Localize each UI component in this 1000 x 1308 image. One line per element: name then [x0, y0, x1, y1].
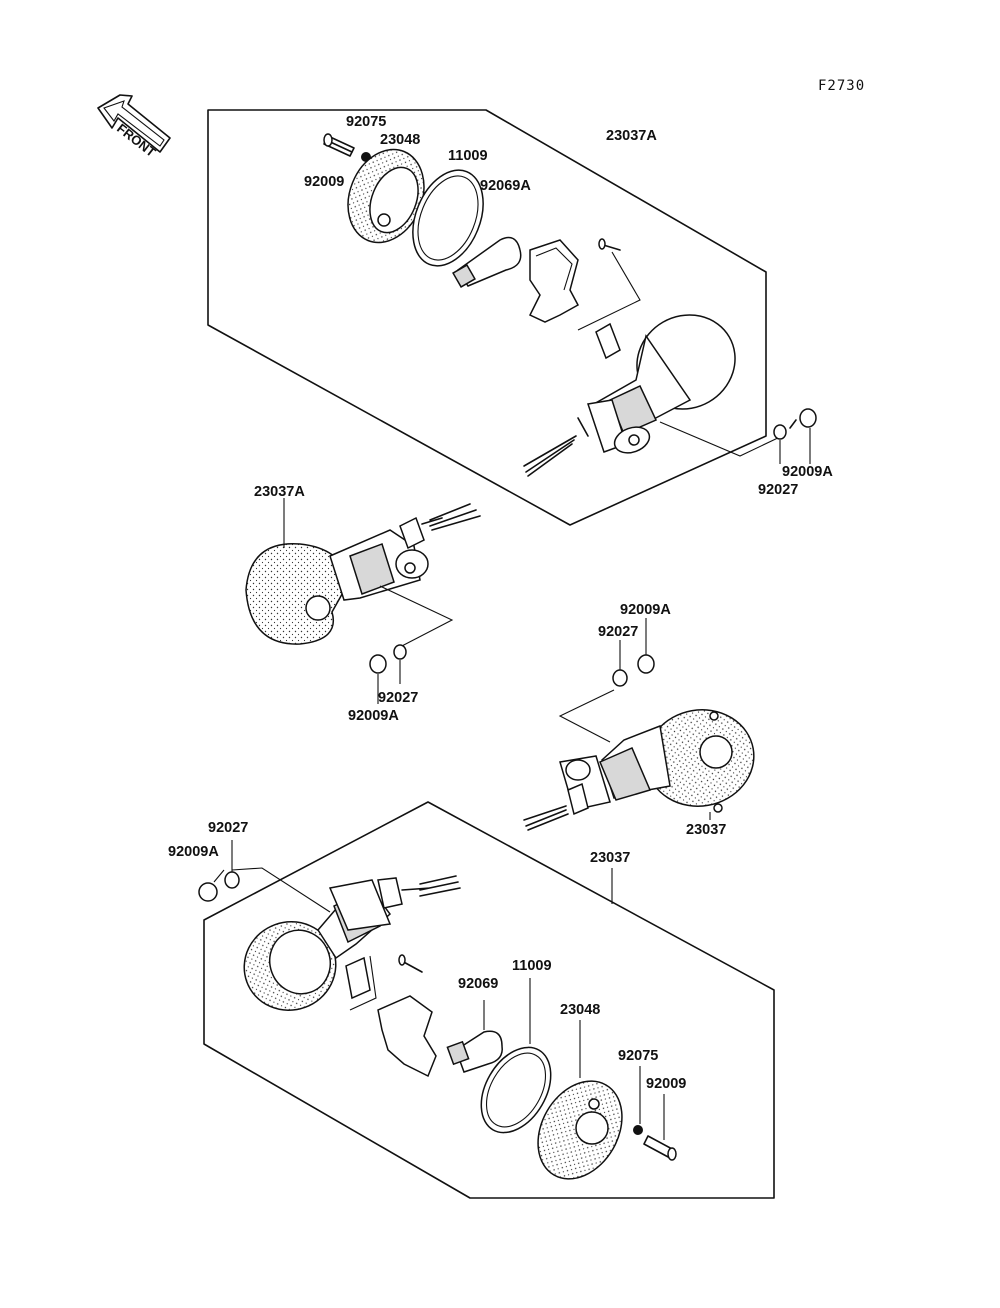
washer-92027-mid-icon	[393, 644, 407, 660]
label-92069-bottom: 92069	[458, 976, 498, 992]
label-11009-bottom: 11009	[512, 958, 552, 974]
screw-92009-bottom-icon	[643, 1135, 677, 1161]
bolt-92009A-mid-icon	[369, 654, 387, 674]
housing-23037A-top-icon	[523, 314, 736, 477]
label-92027-top: 92027	[758, 482, 798, 498]
washer-92027-mid-right-icon	[612, 669, 628, 687]
label-92027-bottom: 92027	[208, 820, 248, 836]
assembly-mid-left	[245, 498, 481, 704]
assembly-top-exploded	[207, 109, 817, 526]
label-92009A-bottom: 92009A	[168, 844, 219, 860]
label-92009-top: 92009	[304, 174, 344, 190]
washer-92027-top-icon	[773, 424, 787, 440]
label-23037A-mid: 23037A	[254, 484, 305, 500]
housing-23037-bottom-icon	[243, 875, 461, 1011]
bulb-92069A-top-icon	[452, 236, 522, 288]
clip-bottom-icon	[345, 956, 371, 1000]
label-92009A-mid: 92009A	[348, 708, 399, 724]
label-92027-mid: 92027	[378, 690, 418, 706]
label-92027-mid-right: 92027	[598, 624, 638, 640]
label-23037A-top: 23037A	[606, 128, 657, 144]
lens-23048-top-icon	[347, 148, 425, 244]
socket-bracket-bottom-icon	[377, 995, 437, 1078]
socket-bracket-top-icon	[528, 239, 580, 323]
label-23048-top: 23048	[380, 132, 420, 148]
label-11009-top: 11009	[448, 148, 488, 164]
part-labels: 92075 23048 11009 92009 92069A 23037A 92…	[168, 114, 833, 1092]
label-92075-top: 92075	[346, 114, 386, 130]
bolt-92009A-top-icon	[789, 408, 817, 429]
lens-23048-bottom-icon	[537, 1080, 623, 1180]
washer-92075-bottom-icon	[633, 1125, 643, 1135]
assembly-mid-right	[523, 618, 755, 831]
label-92075-bottom: 92075	[618, 1048, 658, 1064]
label-23048-bottom: 23048	[560, 1002, 600, 1018]
bolt-92009A-bottom-icon	[198, 882, 218, 902]
bulb-92069-bottom-icon	[446, 1030, 503, 1073]
washer-92027-bottom-icon	[224, 871, 240, 889]
label-92069A-top: 92069A	[480, 178, 531, 194]
screw-92009-top-icon	[323, 133, 355, 157]
label-92009A-top: 92009A	[782, 464, 833, 480]
gasket-11009-bottom-icon	[480, 1046, 552, 1134]
drawing-code: F2730	[818, 78, 865, 94]
clip-top-icon	[595, 322, 621, 360]
label-92009-bottom: 92009	[646, 1076, 686, 1092]
label-92009A-mid-right: 92009A	[620, 602, 671, 618]
assembly-bottom-exploded	[198, 801, 775, 1199]
label-23037-mid-right: 23037	[686, 822, 726, 838]
label-23037-bottom: 23037	[590, 850, 630, 866]
bolt-92009A-mid-right-icon	[637, 654, 655, 674]
front-arrow-icon: FRONT	[97, 94, 171, 160]
